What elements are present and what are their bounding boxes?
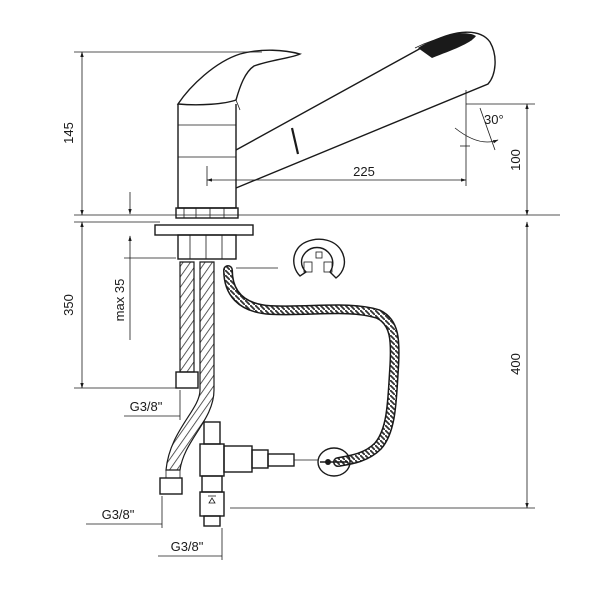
inlet-hose-left: [179, 261, 195, 373]
dim-outlet-height: 100: [508, 149, 523, 171]
dim-spout-reach: 225: [353, 164, 375, 179]
inlet-hoses: [159, 261, 215, 495]
mounting-assembly: [154, 224, 278, 269]
dim-spout-height: 145: [61, 122, 76, 144]
fixing-clip: [293, 238, 346, 279]
dimension-labels: 145 225 30° 100 350 max 35 400 G3/8" G3/…: [61, 112, 523, 554]
dim-below-counter: 350: [61, 294, 76, 316]
lever-handle: [176, 49, 302, 106]
dim-swivel-angle: 30°: [484, 112, 504, 127]
faucet-body: [175, 31, 496, 219]
dim-max-thickness: max 35: [112, 279, 127, 322]
body-cylinder: [177, 104, 237, 209]
dim-hose-length: 400: [508, 353, 523, 375]
connection-inlet-hot: G3/8": [130, 399, 163, 414]
pullout-hose: [223, 265, 400, 467]
spray-head-tip: [418, 33, 476, 58]
connection-inlet-cold: G3/8": [102, 507, 135, 522]
dimension-lines: [74, 51, 560, 560]
hose-weight: [317, 447, 351, 477]
connection-outlet: G3/8": [171, 539, 204, 554]
tee-valve: [199, 421, 318, 527]
base-ring: [175, 207, 239, 219]
mounting-plate: [154, 224, 254, 236]
